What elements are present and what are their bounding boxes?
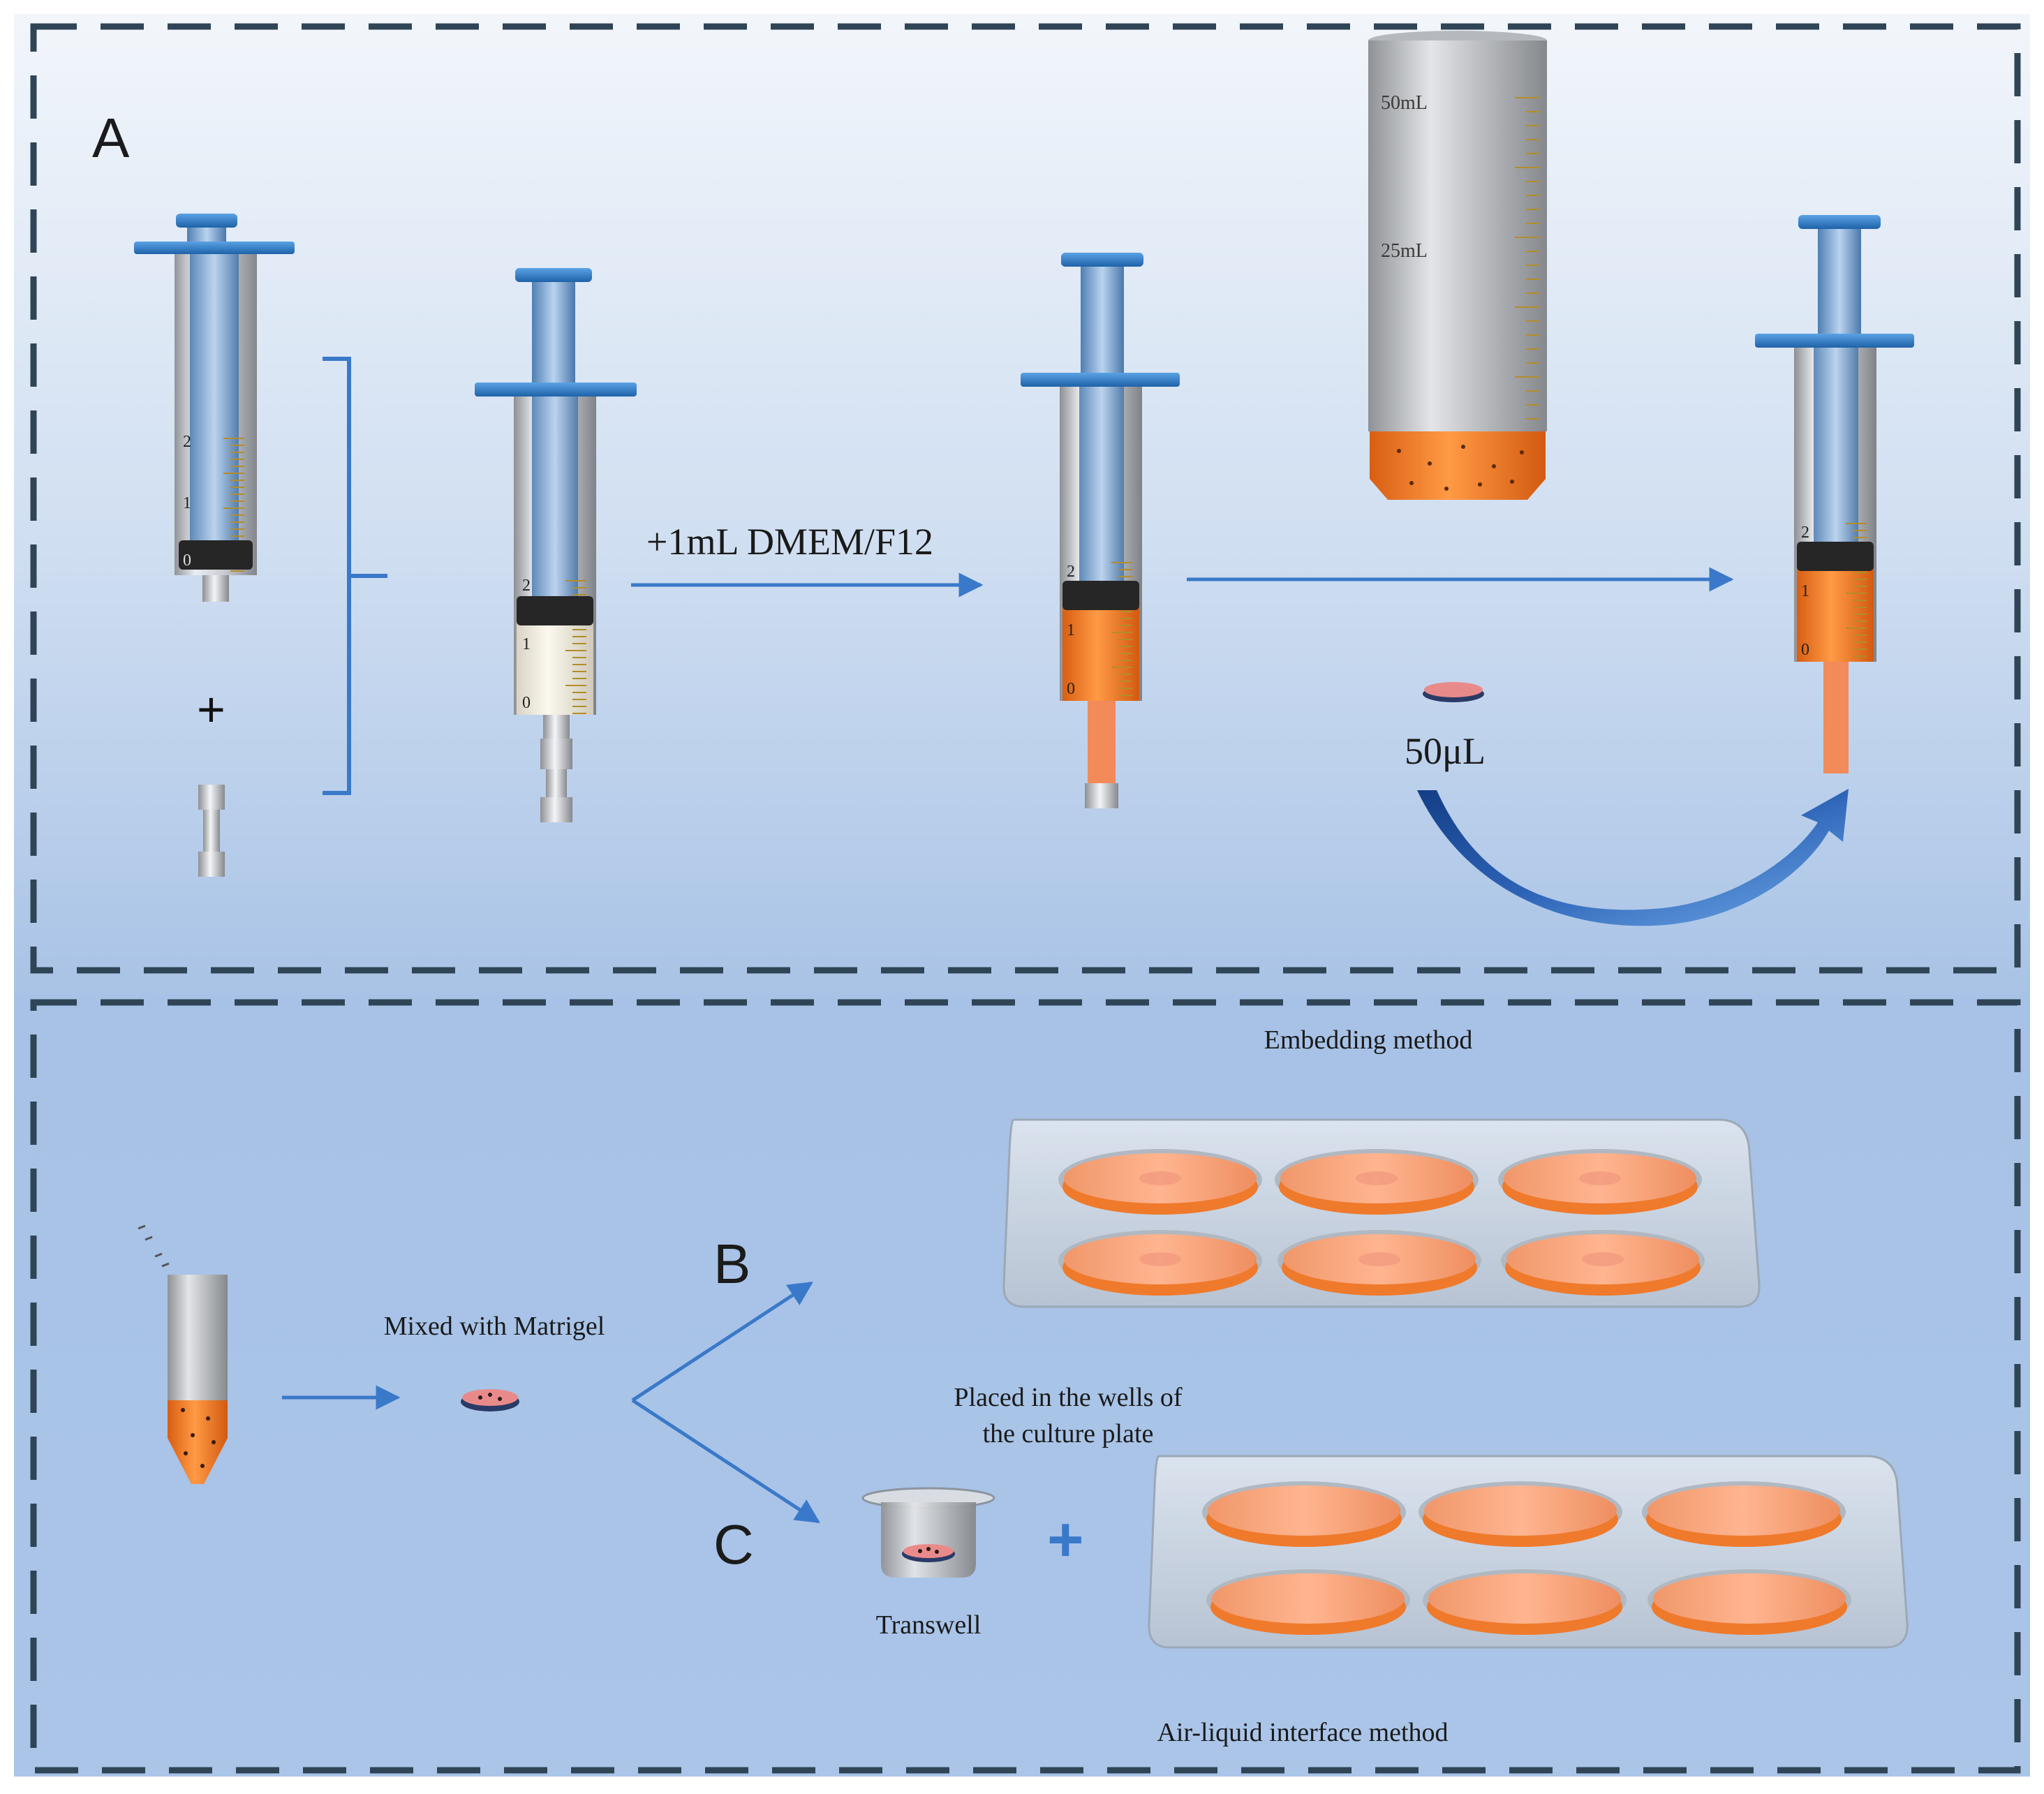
plunger-stopper bbox=[517, 596, 593, 625]
scale-label-2: 2 bbox=[522, 577, 531, 595]
plunger-rod-inner bbox=[1079, 387, 1124, 596]
well-dish bbox=[1498, 1149, 1702, 1215]
plus-sign-a: + bbox=[197, 682, 225, 736]
well-dish bbox=[1275, 1149, 1479, 1215]
centrifuge-tube bbox=[138, 1224, 228, 1484]
syringe-loaded: 2 1 0 bbox=[1755, 215, 1914, 773]
syringe-tip-filled bbox=[1088, 701, 1116, 783]
gel-drop-dots bbox=[478, 1393, 502, 1401]
scale-label-2: 2 bbox=[183, 433, 191, 451]
cylinder-mark-25: 25mL bbox=[1381, 240, 1428, 262]
placed-label-line1: Placed in the wells of bbox=[954, 1383, 1182, 1412]
well-dish bbox=[1647, 1569, 1851, 1635]
transwell-label: Transwell bbox=[876, 1610, 982, 1640]
panel-letter-a: A bbox=[92, 107, 130, 169]
culture-plate-embedding bbox=[1002, 1118, 1761, 1308]
graduated-cylinder: 50mL 25mL bbox=[1368, 31, 1547, 500]
panel-a-background bbox=[14, 14, 2030, 995]
barrel-flange bbox=[134, 242, 295, 254]
plunger-cap bbox=[1798, 215, 1881, 229]
gel-drop bbox=[1424, 682, 1483, 697]
cylinder-body bbox=[1368, 40, 1547, 431]
volume-label: 50μL bbox=[1405, 730, 1486, 772]
barrel-flange bbox=[1755, 334, 1914, 348]
embedding-method-label: Embedding method bbox=[1264, 1025, 1473, 1055]
plunger-cap bbox=[515, 268, 592, 282]
connector-bottom bbox=[540, 797, 572, 822]
mixed-matrigel-label: Mixed with Matrigel bbox=[384, 1312, 605, 1341]
connector-bottom bbox=[1085, 783, 1118, 808]
well-dish bbox=[1278, 1230, 1481, 1296]
well-dish bbox=[1058, 1149, 1262, 1215]
culture-plate-air-liquid bbox=[1148, 1455, 1909, 1649]
barrel-flange bbox=[475, 383, 637, 396]
syringe-empty: 2 1 0 bbox=[134, 214, 295, 602]
bubble-marks bbox=[138, 1224, 170, 1268]
well-dish bbox=[1642, 1481, 1846, 1547]
well-dish bbox=[1419, 1481, 1622, 1547]
plunger-stopper bbox=[179, 540, 253, 570]
panel-letter-b: B bbox=[713, 1233, 750, 1295]
plus-sign-c: + bbox=[1047, 1505, 1084, 1575]
connector-top bbox=[540, 739, 572, 769]
cylinder-content-dots bbox=[1397, 445, 1524, 491]
plunger-rod-inner bbox=[1814, 348, 1858, 550]
curved-arrow bbox=[1417, 789, 1849, 926]
luer-connector bbox=[198, 785, 225, 877]
cylinder-ticks bbox=[1515, 97, 1540, 420]
plunger-cap bbox=[176, 214, 237, 228]
syringe-tip-filled bbox=[1823, 662, 1849, 773]
scale-label-1: 1 bbox=[1801, 582, 1809, 600]
panel-bc-frame bbox=[30, 999, 2021, 1774]
step-label-dmem: +1mL DMEM/F12 bbox=[646, 521, 933, 563]
transwell-insert bbox=[861, 1487, 995, 1578]
panel-letter-c: C bbox=[713, 1513, 754, 1576]
syringe-tip bbox=[202, 575, 229, 602]
syringe-medium: 2 1 0 bbox=[1021, 253, 1180, 808]
well-dish bbox=[1206, 1569, 1410, 1635]
cylinder-content bbox=[1370, 431, 1546, 500]
plunger-rod-inner bbox=[190, 254, 239, 540]
tube-content-dots bbox=[181, 1408, 216, 1468]
bracket bbox=[323, 357, 387, 795]
plunger-stopper bbox=[1062, 581, 1139, 610]
well-dish bbox=[1058, 1230, 1262, 1296]
placed-label-line2: the culture plate bbox=[983, 1419, 1154, 1448]
scale-label-2: 2 bbox=[1801, 524, 1809, 542]
gel-drop-mixed bbox=[462, 1389, 518, 1406]
connector-bottom bbox=[198, 852, 225, 877]
plunger-cap bbox=[1061, 253, 1143, 267]
plunger-rod-inner bbox=[532, 396, 578, 606]
tube-body bbox=[168, 1275, 228, 1400]
connector-neck bbox=[546, 769, 567, 797]
tube-content bbox=[168, 1400, 228, 1484]
well-dish bbox=[1202, 1481, 1406, 1547]
scale-label-0: 0 bbox=[183, 551, 191, 570]
scale-label-1: 1 bbox=[183, 494, 191, 512]
scale-label-2: 2 bbox=[1067, 563, 1075, 581]
well-dish bbox=[1423, 1569, 1627, 1635]
air-liquid-method-label: Air-liquid interface method bbox=[1157, 1718, 1448, 1747]
well-dish bbox=[1501, 1230, 1705, 1296]
scale-label-0: 0 bbox=[522, 694, 531, 712]
barrel-flange bbox=[1021, 373, 1180, 387]
syringe-tissue: 2 1 0 bbox=[475, 268, 637, 822]
syringe-tip bbox=[543, 715, 570, 739]
cylinder-mark-50: 50mL bbox=[1381, 92, 1428, 114]
connector-top bbox=[198, 785, 225, 810]
plunger-stopper bbox=[1797, 542, 1874, 571]
arrow-branch-b bbox=[631, 1281, 813, 1402]
scale-label-1: 1 bbox=[522, 635, 531, 653]
scale-label-0: 0 bbox=[1067, 680, 1075, 698]
panel-a-frame bbox=[30, 23, 2021, 974]
scale-label-1: 1 bbox=[1067, 621, 1075, 639]
arrow-branch-c bbox=[631, 1398, 820, 1524]
connector-neck bbox=[203, 810, 220, 852]
scale-label-0: 0 bbox=[1801, 641, 1809, 659]
